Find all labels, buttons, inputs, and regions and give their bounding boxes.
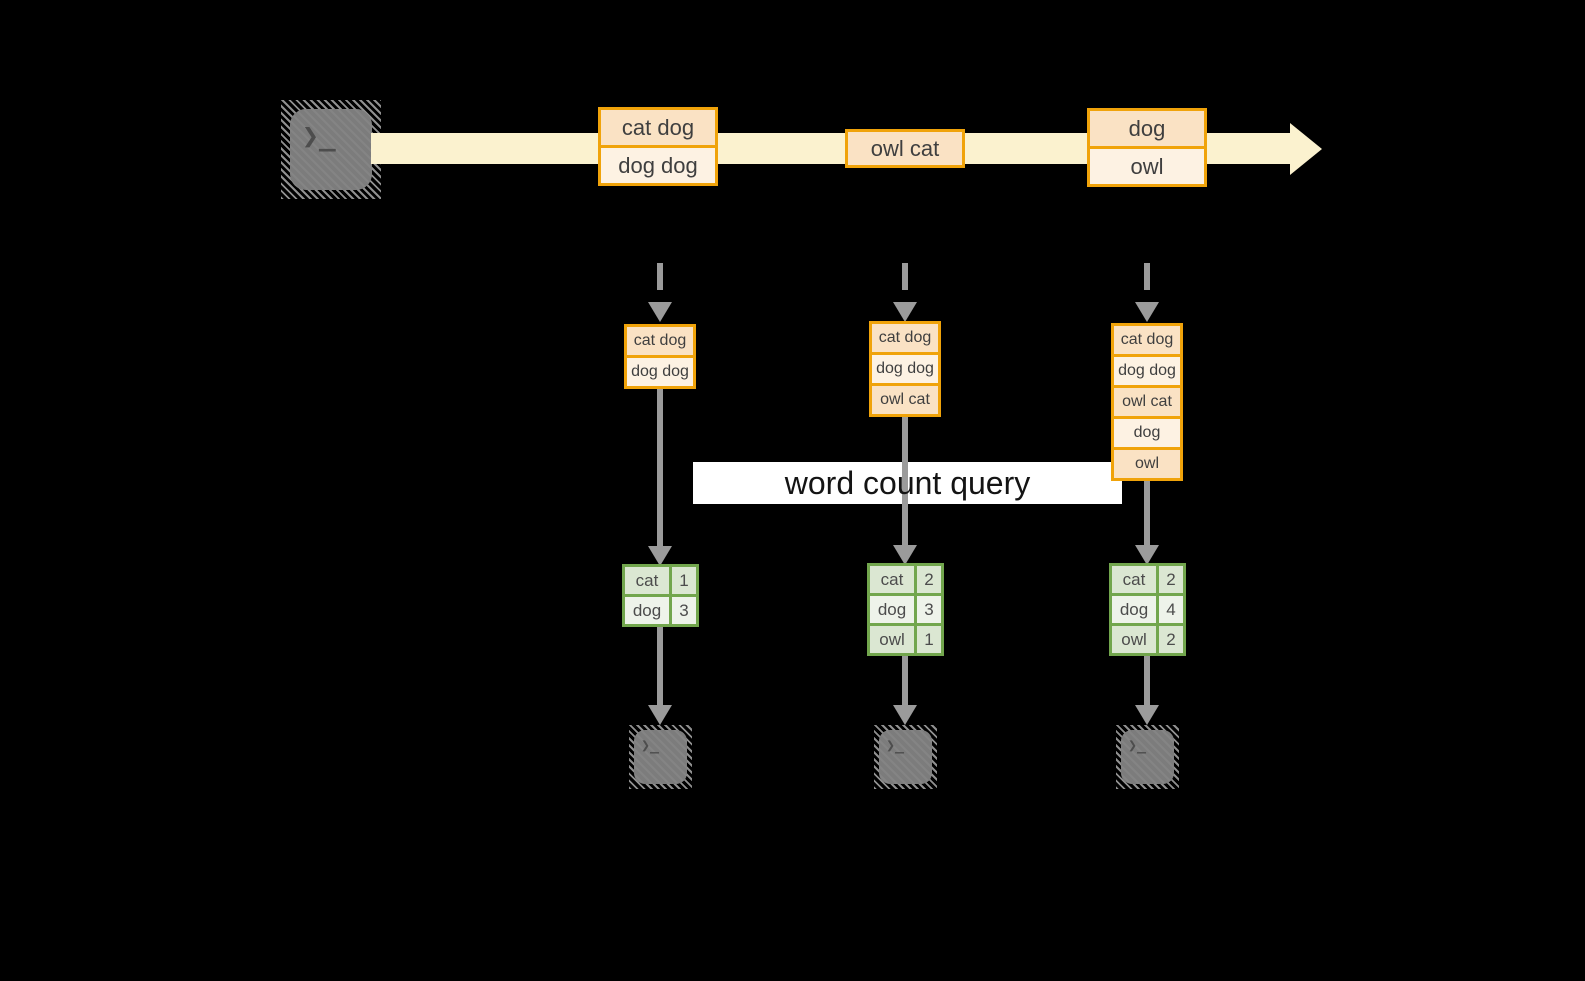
flow-arrow-line: [657, 627, 663, 707]
event-record: cat dog: [601, 110, 715, 145]
word-cell: owl: [1112, 626, 1156, 653]
event-box-2: owl cat: [845, 129, 965, 168]
terminal-screen: ❯_: [879, 730, 932, 784]
event-record: dog dog: [601, 145, 715, 183]
event-record: owl cat: [848, 132, 962, 165]
ingest-arrow-head-icon: [1135, 302, 1159, 322]
flow-arrow-line: [1144, 481, 1150, 545]
terminal-screen: ❯_: [1121, 730, 1174, 784]
ingest-arrow-dash: [657, 263, 663, 290]
buffer-stack-2: cat dog dog dog owl cat: [869, 321, 941, 417]
event-box-1: cat dog dog dog: [598, 107, 718, 186]
sink-terminal-icon: ❯_: [629, 725, 692, 789]
flow-arrow-head-icon: [893, 545, 917, 565]
flow-arrow-head-icon: [893, 705, 917, 725]
word-cell: cat: [625, 567, 669, 594]
sink-terminal-icon: ❯_: [874, 725, 937, 789]
count-table-2: cat 2 dog 3 owl 1: [867, 563, 944, 656]
buffer-record: cat dog: [627, 327, 693, 355]
buffer-record: dog dog: [627, 355, 693, 386]
event-record: owl: [1090, 146, 1204, 184]
count-cell: 1: [672, 567, 696, 594]
terminal-prompt-icon: ❯_: [641, 736, 660, 754]
buffer-stack-1: cat dog dog dog: [624, 324, 696, 389]
count-cell: 2: [1159, 626, 1183, 653]
flow-arrow-head-icon: [648, 705, 672, 725]
count-cell: 3: [917, 596, 941, 623]
word-cell: dog: [625, 597, 669, 624]
word-cell: dog: [870, 596, 914, 623]
source-terminal-icon: ❯_: [281, 100, 381, 199]
buffer-record: cat dog: [872, 324, 938, 352]
buffer-record: dog: [1114, 416, 1180, 447]
ingest-arrow-head-icon: [893, 302, 917, 322]
count-table-1: cat 1 dog 3: [622, 564, 699, 627]
flow-arrow-line: [1144, 656, 1150, 707]
stream-arrow-head-icon: [1290, 123, 1322, 175]
buffer-record: dog dog: [1114, 354, 1180, 385]
query-label: word count query: [784, 465, 1031, 501]
word-cell: dog: [1112, 596, 1156, 623]
count-cell: 2: [1159, 566, 1183, 593]
flow-arrow-line: [657, 389, 663, 546]
terminal-prompt-icon: ❯_: [1128, 736, 1147, 754]
flow-arrow-line: [902, 656, 908, 707]
buffer-stack-3: cat dog dog dog owl cat dog owl: [1111, 323, 1183, 481]
word-cell: owl: [870, 626, 914, 653]
buffer-record: dog dog: [872, 352, 938, 383]
buffer-record: owl cat: [872, 383, 938, 414]
ingest-arrow-head-icon: [648, 302, 672, 322]
sink-terminal-icon: ❯_: [1116, 725, 1179, 789]
word-cell: cat: [1112, 566, 1156, 593]
flow-arrow-line: [902, 417, 908, 545]
terminal-screen: ❯_: [634, 730, 687, 784]
event-box-3: dog owl: [1087, 108, 1207, 187]
event-record: dog: [1090, 111, 1204, 146]
terminal-prompt-icon: ❯_: [302, 119, 336, 152]
flow-arrow-head-icon: [648, 546, 672, 566]
terminal-prompt-icon: ❯_: [886, 736, 905, 754]
buffer-record: owl: [1114, 447, 1180, 478]
count-cell: 1: [917, 626, 941, 653]
ingest-arrow-dash: [1144, 263, 1150, 290]
count-cell: 4: [1159, 596, 1183, 623]
flow-arrow-head-icon: [1135, 705, 1159, 725]
buffer-record: owl cat: [1114, 385, 1180, 416]
count-cell: 3: [672, 597, 696, 624]
flow-arrow-head-icon: [1135, 545, 1159, 565]
terminal-screen: ❯_: [290, 109, 372, 190]
ingest-arrow-dash: [902, 263, 908, 290]
count-table-3: cat 2 dog 4 owl 2: [1109, 563, 1186, 656]
count-cell: 2: [917, 566, 941, 593]
word-cell: cat: [870, 566, 914, 593]
buffer-record: cat dog: [1114, 326, 1180, 354]
